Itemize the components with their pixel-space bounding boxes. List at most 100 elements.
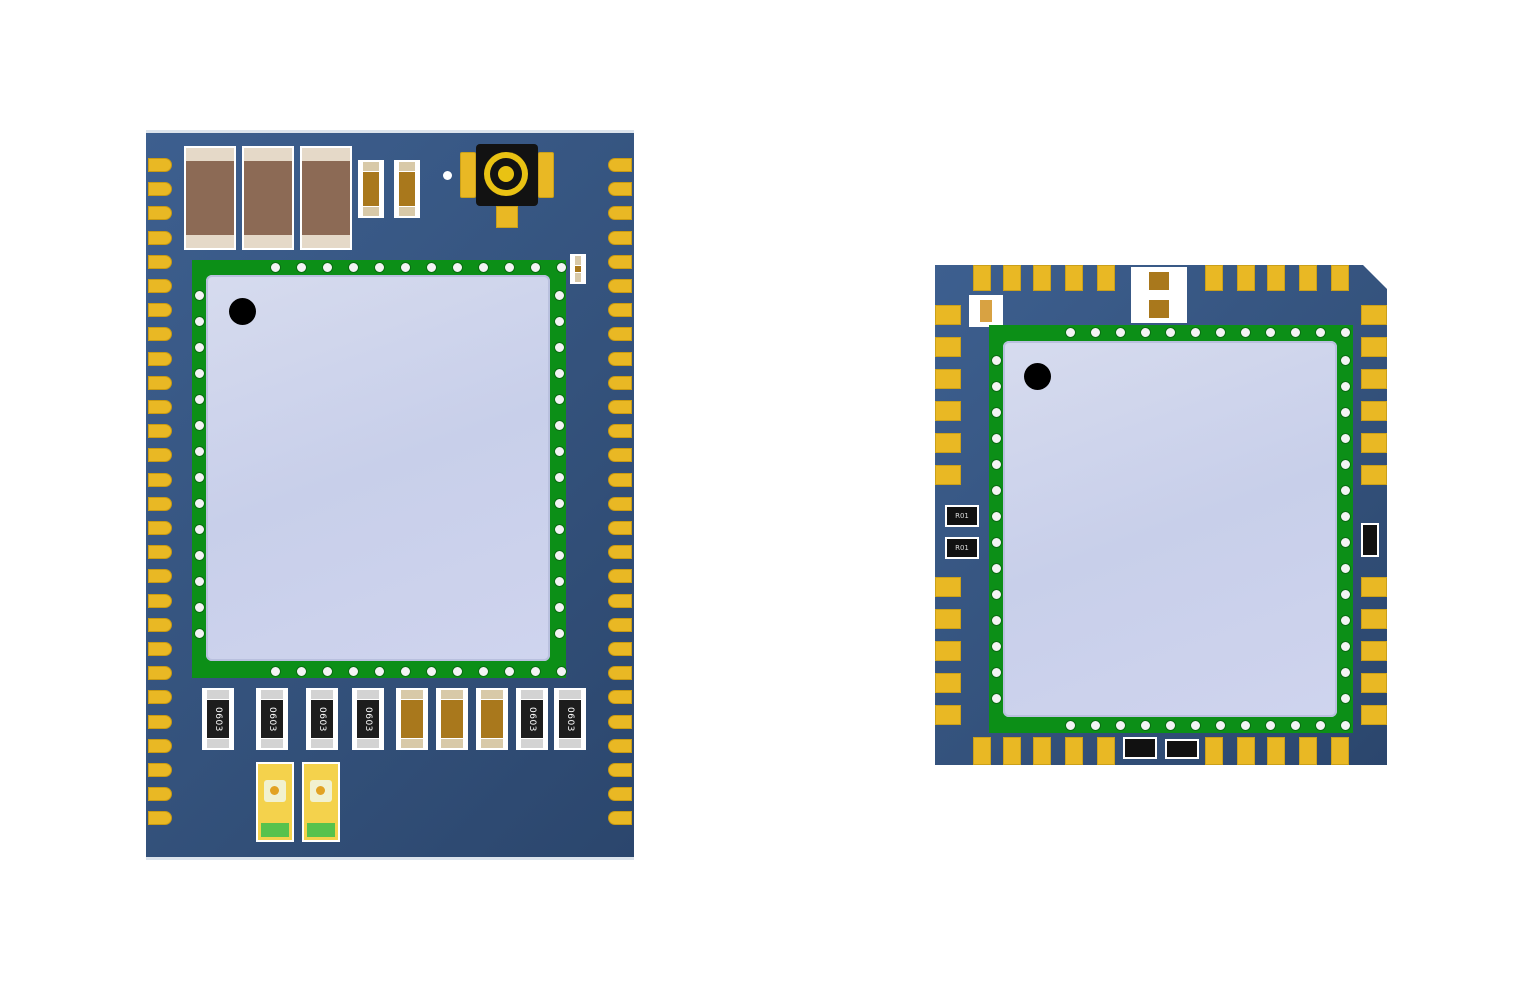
- castellation-pad: [148, 230, 172, 245]
- castellation-pad: [148, 811, 172, 826]
- capacitor: [300, 146, 352, 250]
- castellation-pad: [608, 642, 632, 656]
- capacitor-small: [476, 688, 508, 750]
- capacitor-small: [358, 160, 384, 218]
- shield-hole: [554, 550, 565, 561]
- shield-hole: [194, 602, 205, 613]
- resistor: 0603: [202, 688, 234, 750]
- castellation-pad: [148, 690, 172, 705]
- capacitor-small: [1131, 267, 1187, 295]
- shield-hole: [322, 666, 333, 677]
- castellation-pad: [973, 265, 991, 291]
- castellation-pad: [1331, 265, 1349, 291]
- shield-hole: [374, 666, 385, 677]
- shield-hole: [1340, 511, 1351, 522]
- shield-hole: [991, 615, 1002, 626]
- castellation-pad: [935, 577, 961, 597]
- shield-hole: [1340, 615, 1351, 626]
- castellation-pad: [935, 337, 961, 357]
- castellation-pad: [608, 400, 632, 414]
- capacitor-tiny: [969, 295, 1003, 327]
- shield-hole: [1090, 720, 1101, 731]
- castellation-pad: [1299, 265, 1317, 291]
- shield-hole: [194, 472, 205, 483]
- castellation-pad: [608, 279, 632, 293]
- castellation-pad: [148, 714, 172, 729]
- shield-hole: [270, 666, 281, 677]
- castellation-pad: [1205, 265, 1223, 291]
- castellation-pad: [608, 811, 632, 826]
- shield-hole: [452, 666, 463, 677]
- castellation-pad: [148, 206, 172, 221]
- shield-hole: [194, 368, 205, 379]
- pin1-marker-left: [229, 298, 256, 325]
- castellation-pad: [935, 641, 961, 661]
- castellation-pad: [1361, 337, 1387, 357]
- shield-hole: [1240, 327, 1251, 338]
- castellation-pad: [1205, 737, 1223, 765]
- shield-hole: [556, 262, 567, 273]
- castellation-pad: [1361, 705, 1387, 725]
- castellation-pad: [1033, 737, 1051, 765]
- resistor: 0603: [554, 688, 586, 750]
- shield-hole: [1315, 720, 1326, 731]
- castellation-pad: [1065, 265, 1083, 291]
- antenna-connector: [476, 144, 538, 206]
- shield-hole: [991, 563, 1002, 574]
- castellation-pad: [608, 375, 632, 390]
- castellation-pad: [935, 305, 961, 325]
- castellation-pad: [1361, 641, 1387, 661]
- castellation-pad: [935, 609, 961, 629]
- shield-hole: [530, 666, 541, 677]
- castellation-pad: [1267, 265, 1285, 291]
- led: [302, 762, 340, 842]
- shield-hole: [1115, 720, 1126, 731]
- castellation-pad: [608, 545, 632, 560]
- shield-hole: [1340, 563, 1351, 574]
- pin1-marker-right: [1024, 363, 1051, 390]
- shield-hole: [194, 290, 205, 301]
- shield-hole: [1165, 720, 1176, 731]
- shield-hole: [194, 524, 205, 535]
- castellation-pad: [1331, 737, 1349, 765]
- shield-hole: [348, 262, 359, 273]
- castellation-pad: [608, 617, 632, 632]
- castellation-pad: [148, 738, 172, 753]
- shield-hole: [1140, 327, 1151, 338]
- shield-hole: [1165, 327, 1176, 338]
- castellation-pad: [148, 375, 172, 390]
- castellation-pad: [608, 593, 632, 608]
- shield-hole: [1290, 327, 1301, 338]
- shield-hole: [296, 262, 307, 273]
- castellation-pad: [148, 182, 172, 197]
- shield-hole: [478, 666, 489, 677]
- castellation-pad: [148, 158, 172, 172]
- led: [256, 762, 294, 842]
- castellation-pad: [608, 424, 632, 439]
- shield-hole: [1340, 381, 1351, 392]
- castellation-pad: [148, 400, 172, 414]
- shield-hole: [270, 262, 281, 273]
- castellation-pad: [1361, 369, 1387, 389]
- shield-hole: [426, 262, 437, 273]
- castellation-pad: [973, 737, 991, 765]
- capacitor-small: [394, 160, 420, 218]
- castellation-pad: [1003, 737, 1021, 765]
- shield-hole: [296, 666, 307, 677]
- shield-hole: [554, 446, 565, 457]
- shield-hole: [554, 368, 565, 379]
- shield-hole: [1340, 537, 1351, 548]
- shield-hole: [1340, 327, 1351, 338]
- shield-hole: [991, 485, 1002, 496]
- shield-hole: [554, 576, 565, 587]
- shield-hole: [1340, 433, 1351, 444]
- resistor: 0603: [352, 688, 384, 750]
- shield-hole: [556, 666, 567, 677]
- castellation-pad: [148, 787, 172, 802]
- shield-hole: [1265, 720, 1276, 731]
- shield-hole: [504, 262, 515, 273]
- castellation-pad: [148, 327, 172, 342]
- shield-hole: [1090, 327, 1101, 338]
- shield-hole: [194, 498, 205, 509]
- castellation-pad: [1237, 265, 1255, 291]
